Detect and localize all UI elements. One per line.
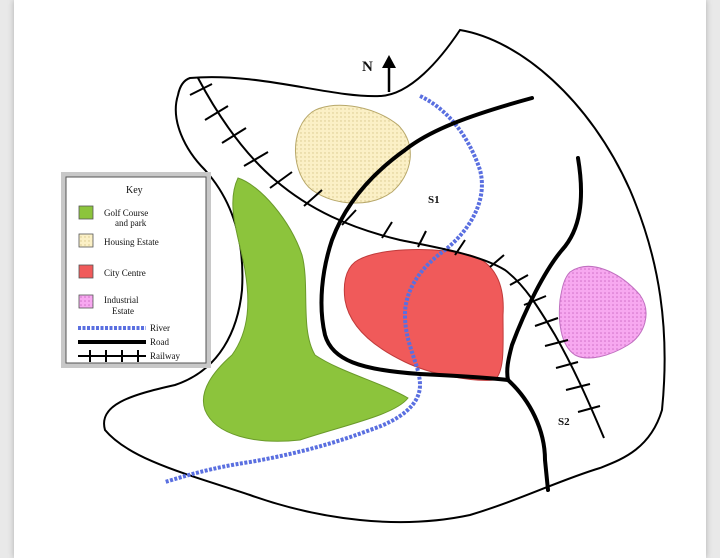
key-swatch-housing — [78, 233, 94, 248]
key-title: Key — [126, 185, 143, 196]
map-key: Key Golf Course and park Housing Estate … — [61, 172, 211, 368]
site-label-s1: S1 — [428, 194, 440, 206]
golf-course-area — [203, 177, 409, 442]
key-swatch-industrial — [78, 294, 94, 309]
key-swatch-railway — [78, 350, 146, 362]
railway-line — [189, 77, 605, 439]
key-label-golf-line1: Golf Course — [104, 208, 148, 218]
key-label-railway: Railway — [150, 351, 180, 361]
river — [164, 94, 484, 484]
key-label-city: City Centre — [104, 268, 146, 278]
north-label: N — [362, 59, 373, 75]
road-network — [319, 96, 584, 492]
key-swatch-city — [78, 264, 94, 279]
key-label-golf-line2: and park — [115, 218, 147, 228]
key-label-road: Road — [150, 337, 169, 347]
industrial-estate-area — [558, 265, 647, 359]
key-label-industrial-line1: Industrial — [104, 295, 139, 305]
north-arrow — [382, 55, 396, 92]
site-label-s2: S2 — [558, 416, 570, 428]
key-label-river: River — [150, 323, 170, 333]
key-swatch-golf — [78, 205, 94, 220]
housing-estate-area — [295, 104, 411, 204]
key-label-housing: Housing Estate — [104, 237, 159, 247]
key-label-industrial-line2: Estate — [112, 306, 134, 316]
